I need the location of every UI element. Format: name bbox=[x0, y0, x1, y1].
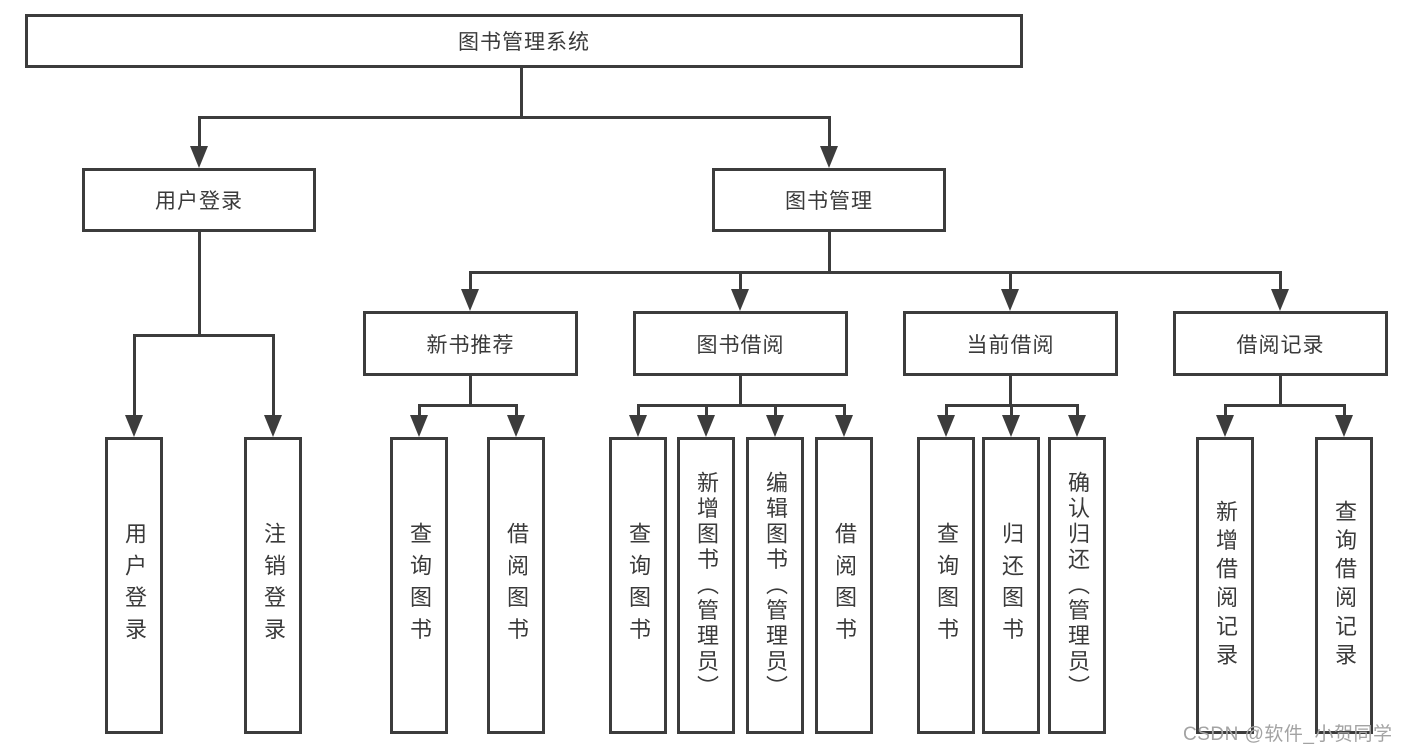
node-library-management-system: 图书管理系统 bbox=[25, 14, 1023, 68]
node-label: 借阅记录 bbox=[1236, 333, 1325, 357]
connector-stem bbox=[469, 376, 472, 407]
node-label: 图书管理 bbox=[785, 190, 873, 213]
arrowhead bbox=[731, 289, 749, 311]
node-label: 图书管理系统 bbox=[458, 31, 590, 54]
arrowhead bbox=[461, 289, 479, 311]
leaf-borrow-books-recommend: 借阅图书 bbox=[487, 437, 545, 734]
leaf-return-books: 归还图书 bbox=[982, 437, 1040, 734]
node-user-login: 用户登录 bbox=[82, 168, 316, 232]
arrowhead bbox=[1216, 415, 1234, 437]
connector-leaf-stub bbox=[945, 405, 948, 418]
connector-user-login-splitter bbox=[133, 334, 275, 337]
leaf-query-books-current: 查询图书 bbox=[917, 437, 975, 734]
node-new-book-recommend: 新书推荐 bbox=[363, 311, 578, 376]
leaf-query-borrow-record: 查询借阅记录 bbox=[1315, 437, 1373, 734]
arrowhead bbox=[820, 146, 838, 168]
arrowhead bbox=[125, 415, 143, 437]
node-label: 用户登录 bbox=[155, 190, 243, 213]
leaf-label: 编辑图书（管理员） bbox=[763, 470, 788, 701]
connector-stem bbox=[1279, 376, 1282, 407]
connector-user-login-stem bbox=[198, 232, 201, 337]
connector-stub bbox=[469, 272, 472, 291]
leaf-logout: 注销登录 bbox=[244, 437, 302, 734]
connector-stem bbox=[739, 376, 742, 407]
connector-leaf-stub bbox=[843, 405, 846, 418]
connector-leaf-stub bbox=[1343, 405, 1346, 418]
arrowhead bbox=[697, 415, 715, 437]
leaf-label: 查询借阅记录 bbox=[1332, 499, 1357, 672]
leaf-label: 确认归还（管理员） bbox=[1065, 470, 1090, 701]
leaf-user-login: 用户登录 bbox=[105, 437, 163, 734]
arrowhead bbox=[1002, 415, 1020, 437]
leaf-label: 注销登录 bbox=[261, 521, 286, 650]
leaf-label: 查询图书 bbox=[934, 521, 959, 650]
connector-root-splitter bbox=[198, 116, 831, 119]
connector-splitter bbox=[1224, 404, 1346, 407]
connector-book-management-splitter bbox=[469, 271, 1282, 274]
node-label: 当前借阅 bbox=[966, 333, 1055, 357]
connector-to-book-management bbox=[828, 117, 831, 149]
leaf-query-books-recommend: 查询图书 bbox=[390, 437, 448, 734]
leaf-label: 查询图书 bbox=[407, 521, 432, 650]
arrowhead bbox=[1068, 415, 1086, 437]
leaf-label: 借阅图书 bbox=[832, 521, 857, 650]
leaf-label: 借阅图书 bbox=[504, 521, 529, 650]
arrowhead bbox=[766, 415, 784, 437]
connector-leaf-stub bbox=[515, 405, 518, 418]
leaf-label: 查询图书 bbox=[626, 521, 651, 650]
node-label: 图书借阅 bbox=[696, 333, 785, 357]
arrowhead bbox=[264, 415, 282, 437]
leaf-query-books-borrow: 查询图书 bbox=[609, 437, 667, 734]
node-book-management: 图书管理 bbox=[712, 168, 946, 232]
connector-leaf-stub bbox=[133, 336, 136, 418]
node-book-borrow: 图书借阅 bbox=[633, 311, 848, 376]
leaf-label: 归还图书 bbox=[999, 521, 1024, 650]
connector-stub bbox=[1279, 272, 1282, 291]
arrowhead bbox=[629, 415, 647, 437]
arrowhead bbox=[1001, 289, 1019, 311]
arrowhead bbox=[937, 415, 955, 437]
arrowhead bbox=[835, 415, 853, 437]
connector-splitter bbox=[637, 404, 846, 407]
connector-leaf-stub bbox=[1010, 405, 1013, 418]
arrowhead bbox=[410, 415, 428, 437]
connector-leaf-stub bbox=[272, 336, 275, 418]
connector-leaf-stub bbox=[705, 405, 708, 418]
connector-root-stem bbox=[520, 68, 523, 118]
node-current-borrow: 当前借阅 bbox=[903, 311, 1118, 376]
arrowhead bbox=[1335, 415, 1353, 437]
csdn-watermark: CSDN @软件_小贺同学 bbox=[1183, 724, 1393, 745]
connector-stub bbox=[1009, 272, 1012, 291]
connector-to-user-login bbox=[198, 117, 201, 149]
leaf-add-books-admin: 新增图书（管理员） bbox=[677, 437, 735, 734]
arrowhead bbox=[507, 415, 525, 437]
leaf-label: 新增图书（管理员） bbox=[694, 470, 719, 701]
connector-leaf-stub bbox=[418, 405, 421, 418]
connector-leaf-stub bbox=[1224, 405, 1227, 418]
connector-leaf-stub bbox=[774, 405, 777, 418]
connector-stub bbox=[739, 272, 742, 291]
node-label: 新书推荐 bbox=[426, 333, 515, 357]
connector-stem bbox=[1009, 376, 1012, 407]
leaf-edit-books-admin: 编辑图书（管理员） bbox=[746, 437, 804, 734]
connector-leaf-stub bbox=[637, 405, 640, 418]
connector-book-management-stem bbox=[828, 232, 831, 273]
leaf-confirm-return-admin: 确认归还（管理员） bbox=[1048, 437, 1106, 734]
connector-splitter bbox=[418, 404, 518, 407]
leaf-label: 用户登录 bbox=[122, 521, 147, 650]
leaf-add-borrow-record: 新增借阅记录 bbox=[1196, 437, 1254, 734]
node-borrow-records: 借阅记录 bbox=[1173, 311, 1388, 376]
leaf-borrow-books: 借阅图书 bbox=[815, 437, 873, 734]
arrowhead bbox=[1271, 289, 1289, 311]
arrowhead bbox=[190, 146, 208, 168]
connector-leaf-stub bbox=[1076, 405, 1079, 418]
leaf-label: 新增借阅记录 bbox=[1213, 499, 1238, 672]
